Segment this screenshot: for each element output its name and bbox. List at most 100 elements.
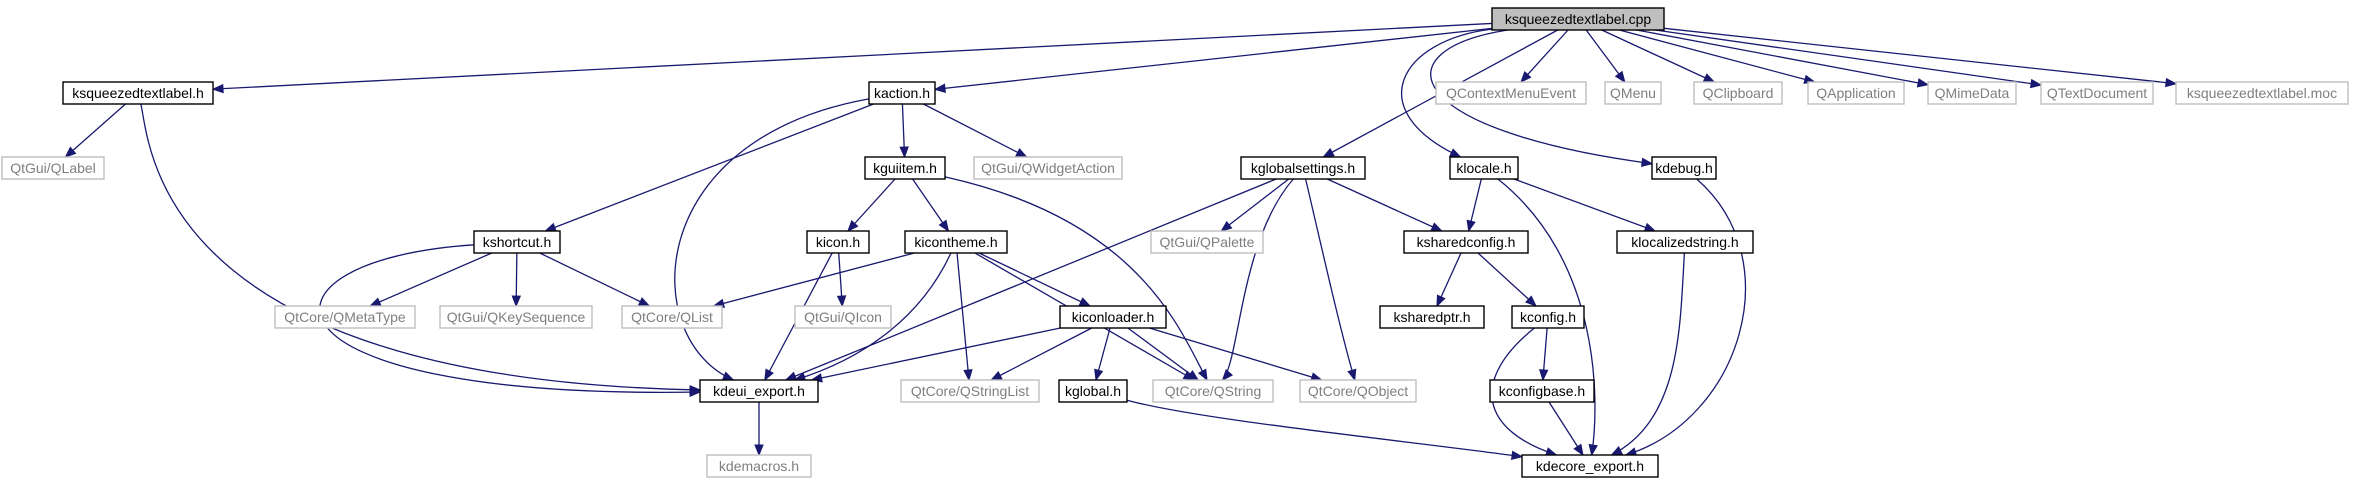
- arrowhead-kglobalsettings-h: [1322, 147, 1335, 158]
- edge-klocalizedstring-h-to-kdecore-export-h: [1611, 252, 1686, 456]
- node-label: QtGui/QIcon: [804, 309, 882, 325]
- node-kguiitem-h[interactable]: kguiitem.h: [864, 156, 946, 180]
- node-ksharedconfig-h[interactable]: ksharedconfig.h: [1403, 230, 1529, 254]
- node-ksqueezedtextlabel-h[interactable]: ksqueezedtextlabel.h: [62, 81, 214, 105]
- node-box: [2040, 81, 2154, 105]
- node-kconfigbase-h[interactable]: kconfigbase.h: [1489, 379, 1595, 403]
- arrowhead-kdecore-export-h: [1573, 443, 1584, 457]
- edge-layer: [64, 22, 2178, 460]
- arrowhead-ksqueezedtextlabel-moc: [2165, 77, 2178, 88]
- edge-kguiitem-h-to-kicon-h: [847, 178, 896, 232]
- node-box: [1511, 305, 1585, 329]
- node-label: QtCore/QObject: [1308, 383, 1408, 399]
- node-box: [868, 81, 936, 105]
- node-qtcore-qobject: QtCore/QObject: [1299, 379, 1417, 403]
- arrowhead-qtcore-qmetatype: [368, 297, 382, 307]
- arrowhead-qcontextmenuevent: [1520, 71, 1532, 83]
- node-label: kglobal.h: [1065, 383, 1121, 399]
- arrowhead-qtcore-qstringlist: [963, 369, 973, 382]
- arrowhead-kdeui-export-h: [764, 368, 774, 382]
- arrowhead-klocale-h: [1448, 148, 1462, 158]
- arrowhead-ksharedconfig-h: [1466, 219, 1476, 233]
- arrowhead-kiconloader-h: [1078, 297, 1092, 307]
- node-kshortcut-h[interactable]: kshortcut.h: [473, 230, 561, 254]
- node-qtgui-qwidgetaction: QtGui/QWidgetAction: [973, 156, 1123, 180]
- arrowhead-kconfig-h: [1525, 295, 1537, 307]
- arrowhead-kguiitem-h: [899, 146, 909, 159]
- arrowhead-klocalizedstring-h: [1643, 222, 1657, 232]
- node-label: kdecore_export.h: [1536, 458, 1644, 474]
- arrowhead-kdebug-h: [1640, 157, 1654, 168]
- node-kdeui-export-h[interactable]: kdeui_export.h: [699, 379, 819, 403]
- node-box: [1152, 379, 1274, 403]
- node-kconfig-h[interactable]: kconfig.h: [1511, 305, 1585, 329]
- node-ksqueezedtextlabel-moc: ksqueezedtextlabel.moc: [2175, 81, 2349, 105]
- node-qclipboard: QClipboard: [1693, 81, 1783, 105]
- edge-kaction-h-to-kdeui-export-h: [674, 98, 870, 381]
- edge-kaction-h-to-qtgui-qwidgetaction: [923, 103, 1027, 158]
- node-ksharedptr-h[interactable]: ksharedptr.h: [1379, 305, 1485, 329]
- node-label: QtGui/QWidgetAction: [981, 160, 1115, 176]
- arrowhead-kdemacros-h: [754, 444, 764, 457]
- node-label: ksqueezedtextlabel.h: [72, 85, 204, 101]
- arrowhead-qtextdocument: [2029, 78, 2043, 89]
- edge-kiconloader-h-to-qtcore-qobject: [1149, 327, 1322, 381]
- edge-root-to-ksqueezedtextlabel-h: [212, 22, 1493, 90]
- node-box: [1379, 305, 1485, 329]
- node-kdebug-h[interactable]: kdebug.h: [1651, 156, 1717, 180]
- edge-kglobalsettings-h-to-qtgui-qpalette: [1220, 178, 1290, 232]
- arrowhead-kshortcut-h: [544, 222, 557, 232]
- node-label: QtCore/QMetaType: [284, 309, 406, 325]
- node-qtgui-qicon: QtGui/QIcon: [794, 305, 892, 329]
- node-layer: ksqueezedtextlabel.cppksqueezedtextlabel…: [1, 7, 2349, 478]
- node-box: [794, 305, 892, 329]
- node-klocale-h[interactable]: klocale.h: [1449, 156, 1519, 180]
- node-kglobal-h[interactable]: kglobal.h: [1058, 379, 1128, 403]
- node-kicontheme-h[interactable]: kicontheme.h: [904, 230, 1008, 254]
- arrowhead-qtcore-qlist: [637, 297, 651, 307]
- node-box: [1693, 81, 1783, 105]
- edge-ksqueezedtextlabel-h-to-kdeui-export-h: [140, 103, 701, 391]
- edge-kguiitem-h-to-qtcore-qstring: [944, 176, 1208, 381]
- arrowhead-kdeui-export-h: [784, 371, 798, 381]
- node-box: [864, 156, 946, 180]
- node-label: QtCore/QStringList: [911, 383, 1029, 399]
- node-qtextdocument: QTextDocument: [2040, 81, 2154, 105]
- node-box: [1449, 156, 1519, 180]
- edge-root-to-kaction-h: [934, 27, 1493, 91]
- node-box: [1, 156, 105, 180]
- node-label: QtCore/QList: [631, 309, 713, 325]
- edge-kiconloader-h-to-qtcore-qstringlist: [990, 327, 1093, 381]
- edge-kicontheme-h-to-qtcore-qlist: [713, 252, 915, 307]
- edge-root-to-qapplication: [1619, 29, 1815, 83]
- node-label: QMimeData: [1935, 85, 2010, 101]
- node-label: QClipboard: [1703, 85, 1774, 101]
- node-kicon-h[interactable]: kicon.h: [806, 230, 870, 254]
- edge-kglobalsettings-h-to-qtcore-qobject: [1304, 178, 1356, 381]
- node-box: [1435, 81, 1587, 105]
- arrowhead-qtcore-qstring: [1197, 368, 1208, 382]
- node-kdecore-export-h[interactable]: kdecore_export.h: [1521, 454, 1659, 478]
- node-box: [1927, 81, 2017, 105]
- node-kaction-h[interactable]: kaction.h: [868, 81, 936, 105]
- node-box: [274, 305, 416, 329]
- node-klocalizedstring-h[interactable]: klocalizedstring.h: [1616, 230, 1754, 254]
- node-kglobalsettings-h[interactable]: kglobalsettings.h: [1240, 156, 1366, 180]
- node-label: kguiitem.h: [873, 160, 937, 176]
- node-qtcore-qstring: QtCore/QString: [1152, 379, 1274, 403]
- arrowhead-kicon-h: [847, 220, 859, 232]
- arrowhead-qtgui-qicon: [836, 295, 847, 308]
- edge-root-to-ksqueezedtextlabel-moc: [1663, 27, 2177, 85]
- node-box: [2175, 81, 2349, 105]
- arrowhead-qtcore-qstring: [1186, 369, 1200, 381]
- node-kiconloader-h[interactable]: kiconloader.h: [1059, 305, 1167, 329]
- edge-root-to-qmimedata: [1636, 29, 1929, 86]
- arrowhead-ksqueezedtextlabel-h: [211, 83, 224, 94]
- node-qapplication: QApplication: [1807, 81, 1905, 105]
- arrowhead-kdeui-export-h: [721, 371, 735, 381]
- edge-ksharedconfig-h-to-kconfig-h: [1477, 252, 1537, 307]
- arrowhead-qtgui-qwidgetaction: [1015, 147, 1028, 158]
- arrowhead-qclipboard: [1702, 73, 1716, 83]
- node-qtgui-qkeysequence: QtGui/QKeySequence: [439, 305, 593, 329]
- node-box: [1521, 454, 1659, 478]
